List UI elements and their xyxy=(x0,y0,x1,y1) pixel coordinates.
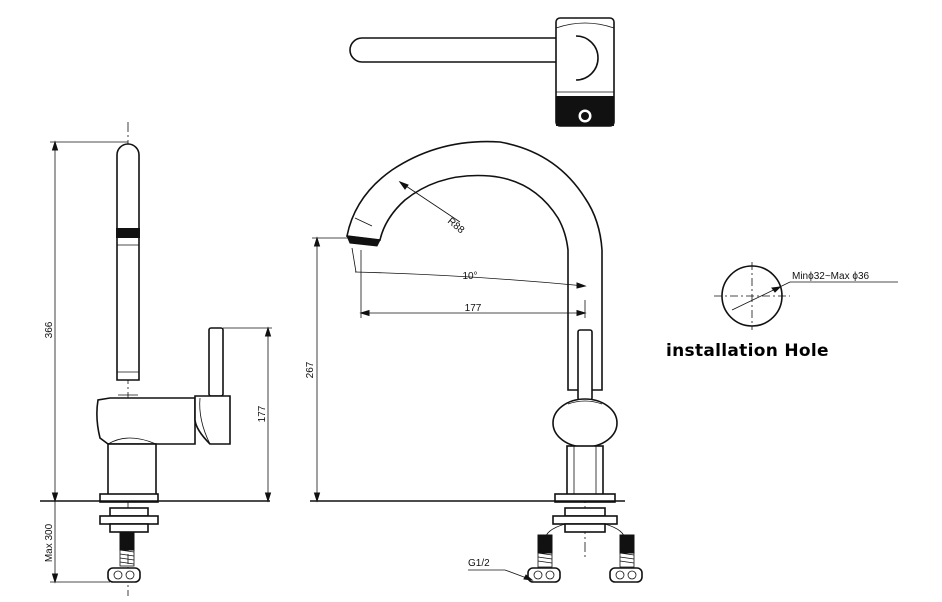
side-view-handle xyxy=(208,327,224,397)
dim-lever-height: 177 xyxy=(257,405,268,422)
dim-spout-height: 267 xyxy=(305,361,316,378)
front-view-body xyxy=(552,398,618,448)
dim-swivel-angle: 10° xyxy=(462,271,477,282)
side-view-spout xyxy=(116,143,140,381)
dim-connection-thread: G1/2 xyxy=(468,558,490,569)
front-view-left-nut xyxy=(527,567,561,583)
side-view: 366 Max 300 177 xyxy=(40,122,272,596)
front-view: R88 xyxy=(305,140,643,583)
dim-max-depth: Max 300 xyxy=(44,523,55,562)
dim-spout-reach: 177 xyxy=(465,303,482,314)
dim-total-height: 366 xyxy=(44,321,55,338)
installation-hole-diagram: Minϕ32~Max ϕ36 installation Hole xyxy=(666,262,898,361)
front-view-right-nut xyxy=(609,567,643,583)
top-view-spout xyxy=(349,37,601,63)
side-view-body xyxy=(96,397,196,445)
dim-spout-radius: R88 xyxy=(445,216,466,237)
side-view-shank xyxy=(107,443,157,497)
installation-hole-title: installation Hole xyxy=(666,341,829,361)
top-view xyxy=(349,17,615,127)
front-view-shank xyxy=(566,445,604,497)
hole-size-label: Minϕ32~Max ϕ36 xyxy=(792,271,870,282)
front-view-spout xyxy=(346,140,603,391)
front-view-handle xyxy=(577,329,593,401)
side-view-nut xyxy=(107,567,141,583)
